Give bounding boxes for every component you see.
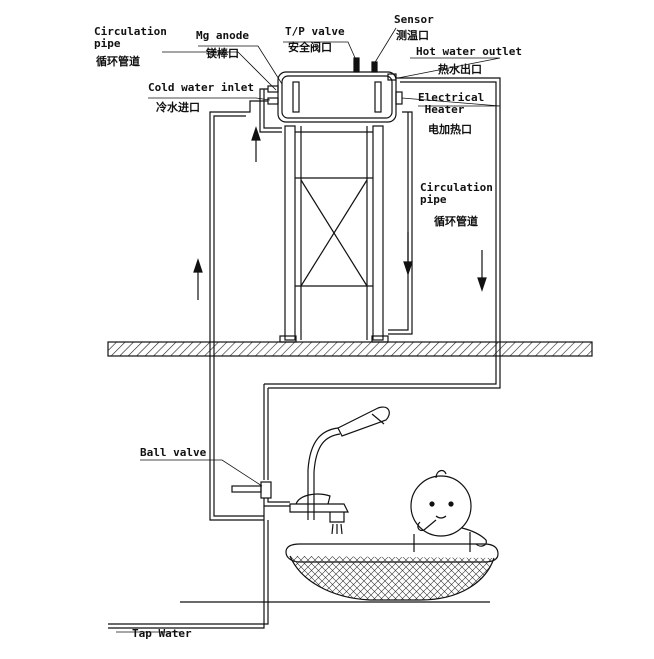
ball-valve (231, 481, 272, 499)
sensor-label: Sensor (394, 14, 434, 24)
bathtub (180, 543, 499, 603)
circulation-pipes (259, 77, 501, 389)
circulation-pipe-right-cn-label: 循环管道 (434, 215, 478, 228)
electrical-heater-cn-label: 电加热口 (428, 123, 472, 136)
water-tank (267, 71, 403, 123)
hot-water-outlet-cn-label: 热水出口 (438, 63, 482, 76)
cold-water-pipe (108, 100, 290, 629)
cold-water-inlet-cn-label: 冷水进口 (156, 101, 200, 114)
collector-frame (279, 125, 389, 343)
mg-anode-label: Mg anode (196, 29, 249, 42)
electrical-heater-label: Electrical Heater (418, 91, 485, 116)
cold-water-inlet-label: Cold water inlet (148, 81, 254, 94)
sensor-cn-label: 测温口 (396, 29, 429, 42)
ball-valve-label: Ball valve (140, 446, 207, 459)
mg-anode-cn-label: 镁棒口 (206, 47, 239, 60)
floor-slab (107, 341, 593, 357)
tp-valve-label: T/P valve (285, 25, 345, 38)
tank-top-fittings (353, 57, 378, 73)
tp-valve-cn-label: 安全阀口 (288, 41, 332, 54)
circulation-pipe-left-cn-label: 循环管道 (96, 55, 140, 68)
circulation-pipe-left-label: Circulation pipe (94, 25, 167, 50)
tap-water-label: Tap Water (132, 627, 192, 640)
flow-arrows (193, 126, 487, 300)
hot-water-outlet-label: Hot water outlet (416, 45, 522, 58)
circulation-pipe-right-label: Circulation pipe (420, 181, 493, 206)
leader-lines (116, 27, 501, 633)
baby-figure (410, 469, 487, 552)
shower-set (289, 406, 390, 535)
